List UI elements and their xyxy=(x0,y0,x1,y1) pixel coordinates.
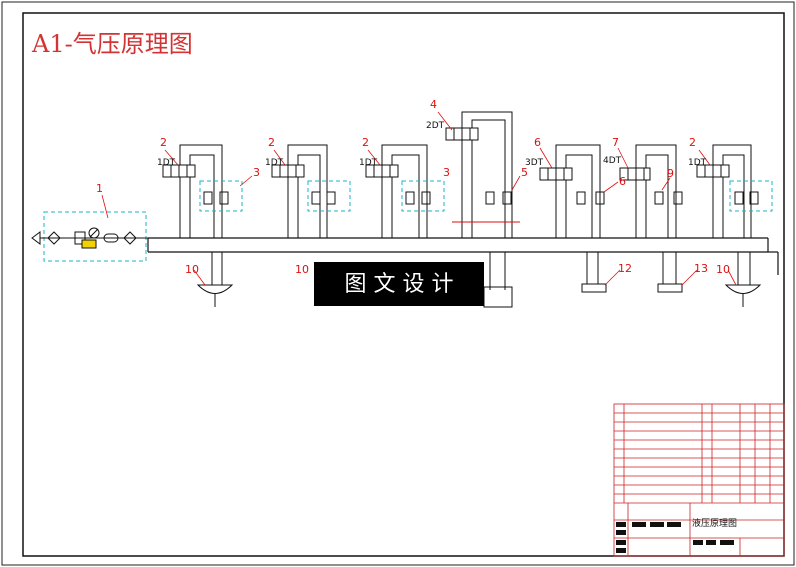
valve-label-2: 1DT xyxy=(265,158,284,168)
callout-12: 12 xyxy=(618,262,632,275)
drawing-title: A1-气压原理图 xyxy=(31,30,193,58)
callout-6b: 6 xyxy=(619,175,626,188)
title-block xyxy=(613,403,785,557)
title-block-drawing-name: 液压原理图 xyxy=(692,517,737,529)
callout-2b: 2 xyxy=(268,136,275,149)
callout-3b: 3 xyxy=(443,166,450,179)
callout-2c: 2 xyxy=(362,136,369,149)
air-source-frl-unit xyxy=(31,211,148,262)
callout-10a: 10 xyxy=(185,263,199,276)
callout-6a: 6 xyxy=(534,136,541,149)
valve-label-6: 4DT xyxy=(603,156,622,166)
branch-3 xyxy=(365,144,445,238)
inner-border xyxy=(22,12,785,557)
callout-5: 5 xyxy=(521,166,528,179)
main-supply-line xyxy=(147,237,779,275)
branch-1 xyxy=(162,144,243,307)
callout-numbers: 1 2 2 2 2 3 3 4 5 6 6 7 9 10 10 10 12 13 xyxy=(96,98,730,276)
valve-label-7: 1DT xyxy=(688,158,707,168)
watermark: 图 文 设 计 xyxy=(314,262,484,306)
valve-labels: 1DT 1DT 1DT 2DT 3DT 4DT 1DT xyxy=(157,121,707,168)
callout-10c: 10 xyxy=(716,263,730,276)
branch-6 xyxy=(619,144,683,293)
watermark-text: 图 文 设 计 xyxy=(345,272,454,297)
valve-label-1: 1DT xyxy=(157,158,176,168)
callout-1: 1 xyxy=(96,182,103,195)
callout-7: 7 xyxy=(612,136,619,149)
callout-10b: 10 xyxy=(295,263,309,276)
branch-2 xyxy=(271,144,351,238)
branch-7 xyxy=(696,144,773,307)
callout-2a: 2 xyxy=(160,136,167,149)
callout-13: 13 xyxy=(694,262,708,275)
title-block-fills xyxy=(616,522,734,553)
valve-label-3: 1DT xyxy=(359,158,378,168)
callout-4: 4 xyxy=(430,98,437,111)
branch-4 xyxy=(445,111,520,308)
branch-5 xyxy=(539,144,607,293)
valve-label-4: 2DT xyxy=(426,121,445,131)
valve-label-5: 3DT xyxy=(525,158,544,168)
callout-leaders xyxy=(101,111,737,286)
callout-9: 9 xyxy=(667,167,674,180)
callout-2d: 2 xyxy=(689,136,696,149)
callout-3a: 3 xyxy=(253,166,260,179)
